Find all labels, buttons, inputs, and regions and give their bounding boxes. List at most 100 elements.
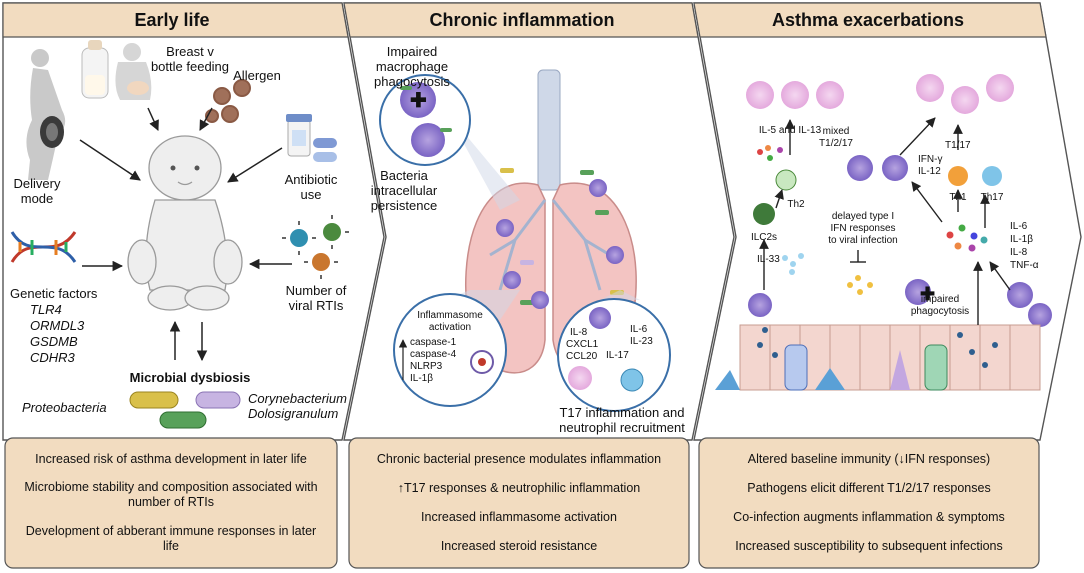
delivery-mode-label-1: Delivery: [14, 176, 61, 191]
rc-il-1b-label: IL-1β: [1010, 234, 1033, 245]
zoom-beam-right: [600, 290, 640, 300]
panel-early-title: Early life: [134, 10, 209, 30]
panel-chronic-header: [343, 2, 699, 38]
antibiotic-label-2: use: [301, 187, 322, 202]
gene-cdhr3: CDHR3: [30, 350, 76, 365]
breast-feeding-label-1: Breast v: [166, 44, 214, 59]
il-1b-label: IL-1β: [410, 373, 433, 384]
summary-exac-item: Altered baseline immunity (↓IFN response…: [747, 452, 991, 466]
delayed-label-3: to viral infection: [828, 235, 897, 246]
th17-cell-icon: [982, 166, 1002, 186]
bacteria-persistence-label-2: intracellular: [371, 183, 438, 198]
th1-cell-icon: [948, 166, 968, 186]
allergen-icon: [205, 79, 251, 123]
summary-early-box: [4, 437, 338, 569]
early-life-arrows: [79, 107, 292, 362]
ccl20-label: CCL20: [566, 351, 598, 362]
t17-macrophage-icon: [589, 307, 611, 329]
gene-ormdl3: ORMDL3: [30, 318, 85, 333]
inflammasome-label-1: Inflammasome: [417, 310, 483, 321]
breast-feeding-label-2: bottle feeding: [151, 59, 229, 74]
cytokine-cluster: [946, 224, 988, 252]
microbial-dysbiosis-label: Microbial dysbiosis: [130, 370, 251, 385]
virus-icon: [282, 215, 349, 279]
panel-chronic-title: Chronic inflammation: [429, 10, 614, 30]
impaired-phagocytosis-label-1: impaired: [921, 294, 959, 305]
corynebacterium-label: Corynebacterium: [248, 391, 347, 406]
impaired-label-1: Impaired: [387, 44, 438, 59]
zoom-circle-inflammasome: [393, 293, 507, 407]
delayed-label-1: delayed type I: [832, 211, 894, 222]
panel-exac-title: Asthma exacerbations: [772, 10, 964, 30]
allergen-label: Allergen: [233, 68, 281, 83]
mixed-label-2: T1/2/17: [819, 138, 853, 149]
summary-chronic-item: ↑T17 responses & neutrophilic inflammati…: [397, 481, 641, 495]
panel-exac-header: [693, 2, 1047, 38]
t17-label-1: T17 inflammation and: [559, 405, 684, 420]
exac-arrows: [759, 117, 1011, 325]
bacteria-persistence-label-3: persistence: [371, 198, 437, 213]
gene-tlr4: TLR4: [30, 302, 62, 317]
summary-exac: Altered baseline immunity (↓IFN response…: [702, 441, 1036, 565]
bottle-icon: [81, 40, 109, 99]
inflammasome-icon: [470, 350, 494, 374]
il-33-label: IL-33: [757, 254, 780, 265]
nlrp3-label: NLRP3: [410, 361, 443, 372]
summary-chronic-item: Increased steroid resistance: [440, 539, 598, 553]
t-cell-icon: [620, 368, 644, 392]
impaired-label-3: phagocytosis: [374, 74, 450, 89]
eosinophils-top: [746, 74, 1014, 114]
bacteria-icon: [129, 391, 241, 429]
summary-exac-item: Pathogens elicit different T1/2/17 respo…: [747, 481, 991, 495]
chronic-inflammation-illustration: ✚ Impaired macrophage phagocytosis Bacte…: [371, 44, 685, 435]
delayed-label-2: IFN responses: [830, 223, 895, 234]
blocked-icon: ✚: [410, 90, 427, 112]
summary-early-item: Increased risk of asthma development in …: [35, 451, 307, 466]
th17-label: Th17: [981, 192, 1004, 203]
bacteria-persistence-label-1: Bacteria: [380, 168, 428, 183]
ilc2-cell-icon: [753, 203, 775, 225]
caspase-4-label: caspase-4: [410, 349, 457, 360]
baby-icon: [127, 135, 243, 311]
inflammasome-label-2: activation: [429, 322, 471, 333]
gene-gsdmb: GSDMB: [30, 334, 78, 349]
blocked-phagocytosis-icon: ✚: [920, 284, 935, 304]
antibiotic-label-1: Antibiotic: [285, 172, 338, 187]
summary-chronic: Chronic bacterial presence modulates inf…: [352, 441, 686, 565]
viral-rtis-label-1: Number of: [286, 283, 347, 298]
il-8-label: IL-8: [570, 327, 588, 338]
dolosigranulum-label: Dolosigranulum: [248, 406, 338, 421]
il-33-dots: [782, 253, 804, 275]
mixed-label-1: mixed: [823, 126, 850, 137]
il-6-label: IL-6: [630, 324, 648, 335]
summary-early-item: Development of abberant immune responses…: [25, 524, 317, 554]
summary-early-item: Microbiome stability and composition ass…: [24, 480, 318, 510]
viral-rtis-label-2: viral RTIs: [289, 298, 344, 313]
summary-early: Increased risk of asthma development in …: [8, 441, 334, 565]
genetic-factors-label: Genetic factors: [10, 286, 98, 301]
t17-label-2: neutrophil recruitment: [559, 420, 685, 435]
impaired-label-2: macrophage: [376, 59, 448, 74]
th2-label: Th2: [787, 199, 805, 210]
dna-icon: [10, 231, 77, 263]
summary-exac-box: [698, 437, 1040, 569]
ifn-dots: [847, 275, 873, 295]
ilc2s-label: ILC2s: [751, 232, 777, 243]
il-12-label: IL-12: [918, 166, 941, 177]
breastfeeding-icon: [115, 43, 152, 100]
impaired-phagocytosis-label-2: phagocytosis: [911, 306, 969, 317]
neutrophil-icon: [568, 366, 592, 390]
il-17-label: IL-17: [606, 350, 629, 361]
ifn-gamma-label: IFN-γ: [918, 154, 942, 165]
summary-exac-item: Co-infection augments inflammation & sym…: [733, 510, 1005, 524]
epithelium-icon: [715, 324, 1041, 391]
asthma-exacerbations-illustration: IL-5 and IL-13 mixed T1/2/17 Th2 ILC2s I…: [715, 74, 1052, 391]
panel-early-header: [2, 2, 349, 38]
rc-tnf-alpha-label: TNF-α: [1010, 260, 1039, 271]
rc-il-6-label: IL-6: [1010, 221, 1028, 232]
th2-cell-icon: [775, 169, 797, 191]
summary-chronic-item: Chronic bacterial presence modulates inf…: [376, 452, 662, 466]
macrophage-icon-2: [411, 123, 445, 157]
